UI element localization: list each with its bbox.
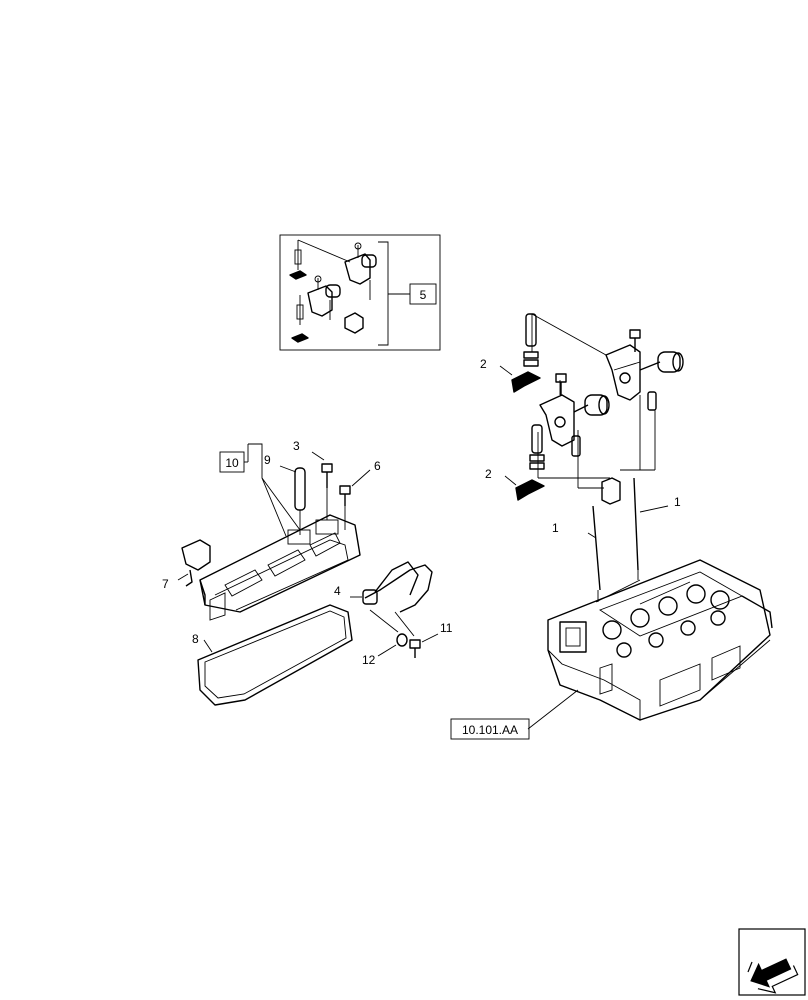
breather-valve [181,539,211,587]
callout-2-upper: 2 [480,357,487,371]
rocker-bolt-middle [555,373,567,396]
ref-label-10: 10 [225,456,239,470]
section-ref-box[interactable] [450,718,530,740]
callout-1-left: 1 [552,521,559,535]
adjusting-screw-lower [529,424,545,470]
cover-bolt [339,485,351,530]
callouts: 1 1 2 2 3 4 6 7 8 9 11 12 [162,357,681,667]
rocker-arm-lower [539,394,610,457]
pushrod-right [633,477,639,571]
rocker-support-upper [511,371,541,393]
callout-2-lower: 2 [485,467,492,481]
adjusting-screw-upper [523,313,539,367]
cylinder-head [547,559,773,721]
inset-rocker-assembly-drawing [289,239,410,346]
rocker-arm-upper [605,344,684,411]
rocker-arm-assembly [511,313,684,602]
callout-11: 11 [440,621,453,635]
callout-6: 6 [374,459,381,473]
callout-1-right: 1 [674,495,681,509]
rocker-bolt-upper [629,329,641,352]
callout-4: 4 [334,584,341,598]
section-ref-label[interactable]: 10.101.AA [462,723,518,737]
callout-12: 12 [362,653,376,667]
rocker-cap [601,477,621,505]
oil-fill-tube [294,467,306,535]
leader-lines [177,365,669,730]
ref-box-5 [409,283,437,305]
rocker-support-lower [515,479,545,501]
pushrod-left [592,505,601,591]
harness-bolt [409,639,421,658]
callout-3: 3 [293,439,300,453]
injector-harness [362,561,433,613]
inset-frame [279,234,441,351]
cover-screw [321,463,333,520]
callout-9: 9 [264,453,271,467]
callout-8: 8 [192,632,199,646]
callout-7: 7 [162,577,169,591]
rocker-cover [199,514,361,621]
inset-detail-box: 5 [279,234,441,351]
rocker-cover-gasket [197,604,353,706]
ref-label-5: 5 [420,288,427,302]
previous-page-arrow-icon[interactable] [738,928,806,999]
washer [396,633,408,647]
section-ref[interactable]: 10.101.AA [450,718,530,740]
ref-10: 10 [219,444,249,473]
